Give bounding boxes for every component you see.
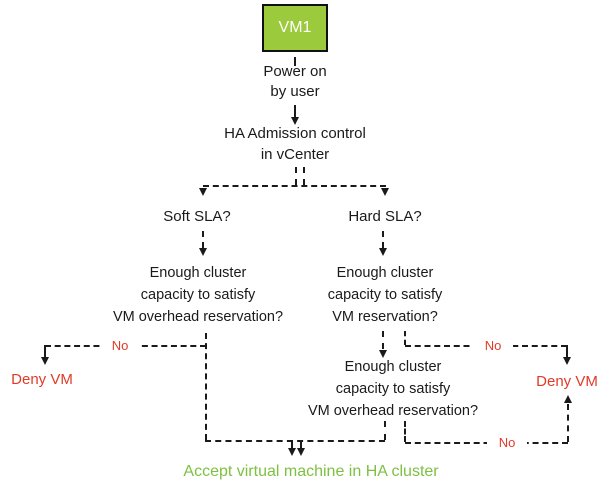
connector-hard-no-drop2 <box>566 345 568 357</box>
connector-accept-drop-left <box>291 440 293 448</box>
arrowhead-down-icon <box>199 248 207 256</box>
connector-overhead-no-riser <box>567 404 569 442</box>
arrowhead-down-icon <box>563 357 571 365</box>
connector-soft-yes-vertical <box>205 333 207 440</box>
connector-accept-drop-right <box>300 440 302 448</box>
hard-sla-label: Hard SLA? <box>348 208 422 225</box>
connector-admission-left-branch <box>295 167 297 185</box>
arrowhead-down-icon <box>288 448 296 456</box>
connector-overhead-no-horizontal <box>405 442 568 444</box>
connector-overhead-yes-drop <box>384 421 386 440</box>
power-on-label: Power on by user <box>263 63 327 100</box>
arrowhead-down-icon <box>297 448 305 456</box>
arrowhead-down-icon <box>379 248 387 256</box>
question-soft-overhead: Enough cluster capacity to satisfy VM ov… <box>112 265 284 325</box>
accept-label: Accept virtual machine in HA cluster <box>183 463 439 480</box>
arrowhead-down-icon <box>199 188 207 196</box>
vm1-node-label: VM1 <box>278 19 312 36</box>
deny-vm-left-label: Deny VM <box>11 371 73 388</box>
question-hard-reservation: Enough cluster capacity to satisfy VM re… <box>327 265 443 325</box>
connector-hard-no-drop <box>404 331 406 345</box>
connector-hardsla-question <box>382 231 384 248</box>
connector-poweron-admission <box>294 105 296 117</box>
arrowhead-down-icon <box>41 357 49 365</box>
connector-softsla-question <box>202 231 204 248</box>
arrowhead-up-icon <box>564 395 572 403</box>
no-label-right-first: No <box>473 339 513 353</box>
connector-admission-right-branch <box>303 167 305 185</box>
connector-soft-no-drop <box>44 345 46 357</box>
deny-vm-right-label: Deny VM <box>536 373 598 390</box>
arrowhead-down-icon <box>379 350 387 358</box>
connector-accept-horizontal <box>205 440 385 442</box>
connector-hard-yes-vertical <box>382 331 384 349</box>
connector-vm1-poweron <box>294 57 296 66</box>
no-label-right-second: No <box>487 436 527 450</box>
soft-sla-label: Soft SLA? <box>163 208 231 225</box>
connector-branch-horizontal <box>203 185 386 187</box>
connector-overhead-no-drop <box>404 421 406 442</box>
no-label-left: No <box>100 339 140 353</box>
vm1-node: VM1 <box>262 4 328 52</box>
arrowhead-down-icon <box>381 188 389 196</box>
question-hard-overhead: Enough cluster capacity to satisfy VM ov… <box>307 359 479 419</box>
admission-control-label: HA Admission control in vCenter <box>224 125 366 163</box>
arrowhead-down-icon <box>291 117 299 125</box>
